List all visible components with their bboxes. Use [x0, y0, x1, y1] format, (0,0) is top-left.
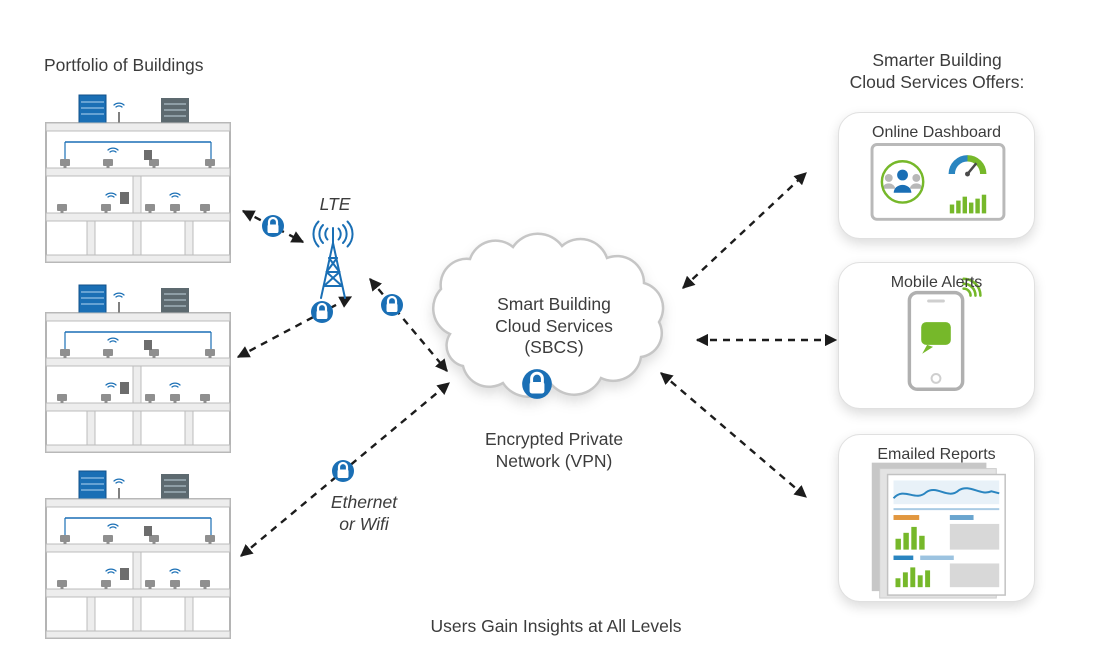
- card-online-dashboard-title: Online Dashboard: [872, 124, 1001, 141]
- building-illustration-1: [46, 95, 230, 262]
- mobile-alerts-icon: [907, 277, 982, 391]
- arrow-building1-lte: [241, 209, 305, 244]
- card-online-dashboard: Online Dashboard: [838, 112, 1035, 239]
- online-dashboard-icon: [870, 143, 1006, 221]
- arrow-cloud-reports: [660, 372, 807, 498]
- card-mobile-alerts-title: Mobile Alerts: [890, 274, 983, 291]
- card-mobile-alerts: Mobile Alerts: [838, 262, 1035, 409]
- ethernet-wifi-label: Ethernet or Wifi: [308, 492, 420, 535]
- cloud-lock-icon: [520, 367, 554, 401]
- ethernet-label-line2: or Wifi: [339, 513, 389, 534]
- arrow-lte-cloud: [369, 278, 448, 372]
- arrow-building2-lte: [236, 295, 353, 359]
- connection-arrows: [236, 172, 838, 557]
- lock-icon: [379, 292, 405, 318]
- lock-icon: [260, 213, 286, 239]
- offers-heading-line2: Cloud Services Offers:: [849, 71, 1025, 92]
- card-emailed-reports: Emailed Reports: [838, 434, 1035, 602]
- vpn-label-line2: Network (VPN): [495, 450, 613, 471]
- vpn-label-line1: Encrypted Private: [484, 429, 624, 449]
- arrow-cloud-dashboard: [682, 172, 807, 289]
- cloud-label: Smart Building Cloud Services (SBCS): [443, 294, 665, 359]
- cloud-label-line3: (SBCS): [524, 337, 584, 357]
- portfolio-of-buildings-label: Portfolio of Buildings: [44, 55, 204, 75]
- cloud-label-line1: Smart Building: [497, 294, 611, 314]
- offers-heading: Smarter Building Cloud Services Offers:: [826, 50, 1048, 93]
- lte-label: LTE: [319, 194, 351, 214]
- ethernet-label-line1: Ethernet: [330, 492, 398, 512]
- lte-tower-icon: [312, 220, 354, 299]
- card-emailed-reports-title: Emailed Reports: [877, 446, 996, 463]
- cloud-label-line2: Cloud Services: [495, 315, 613, 336]
- vpn-label: Encrypted Private Network (VPN): [443, 429, 665, 472]
- building-illustration-3: [46, 471, 230, 638]
- lock-icon: [309, 299, 335, 325]
- cloud-shape: [431, 232, 665, 398]
- footer-label: Users Gain Insights at All Levels: [430, 616, 682, 636]
- lock-icon: [330, 458, 356, 484]
- offers-heading-line1: Smarter Building: [872, 50, 1002, 70]
- emailed-reports-icon: [871, 462, 1006, 599]
- building-illustration-2: [46, 285, 230, 452]
